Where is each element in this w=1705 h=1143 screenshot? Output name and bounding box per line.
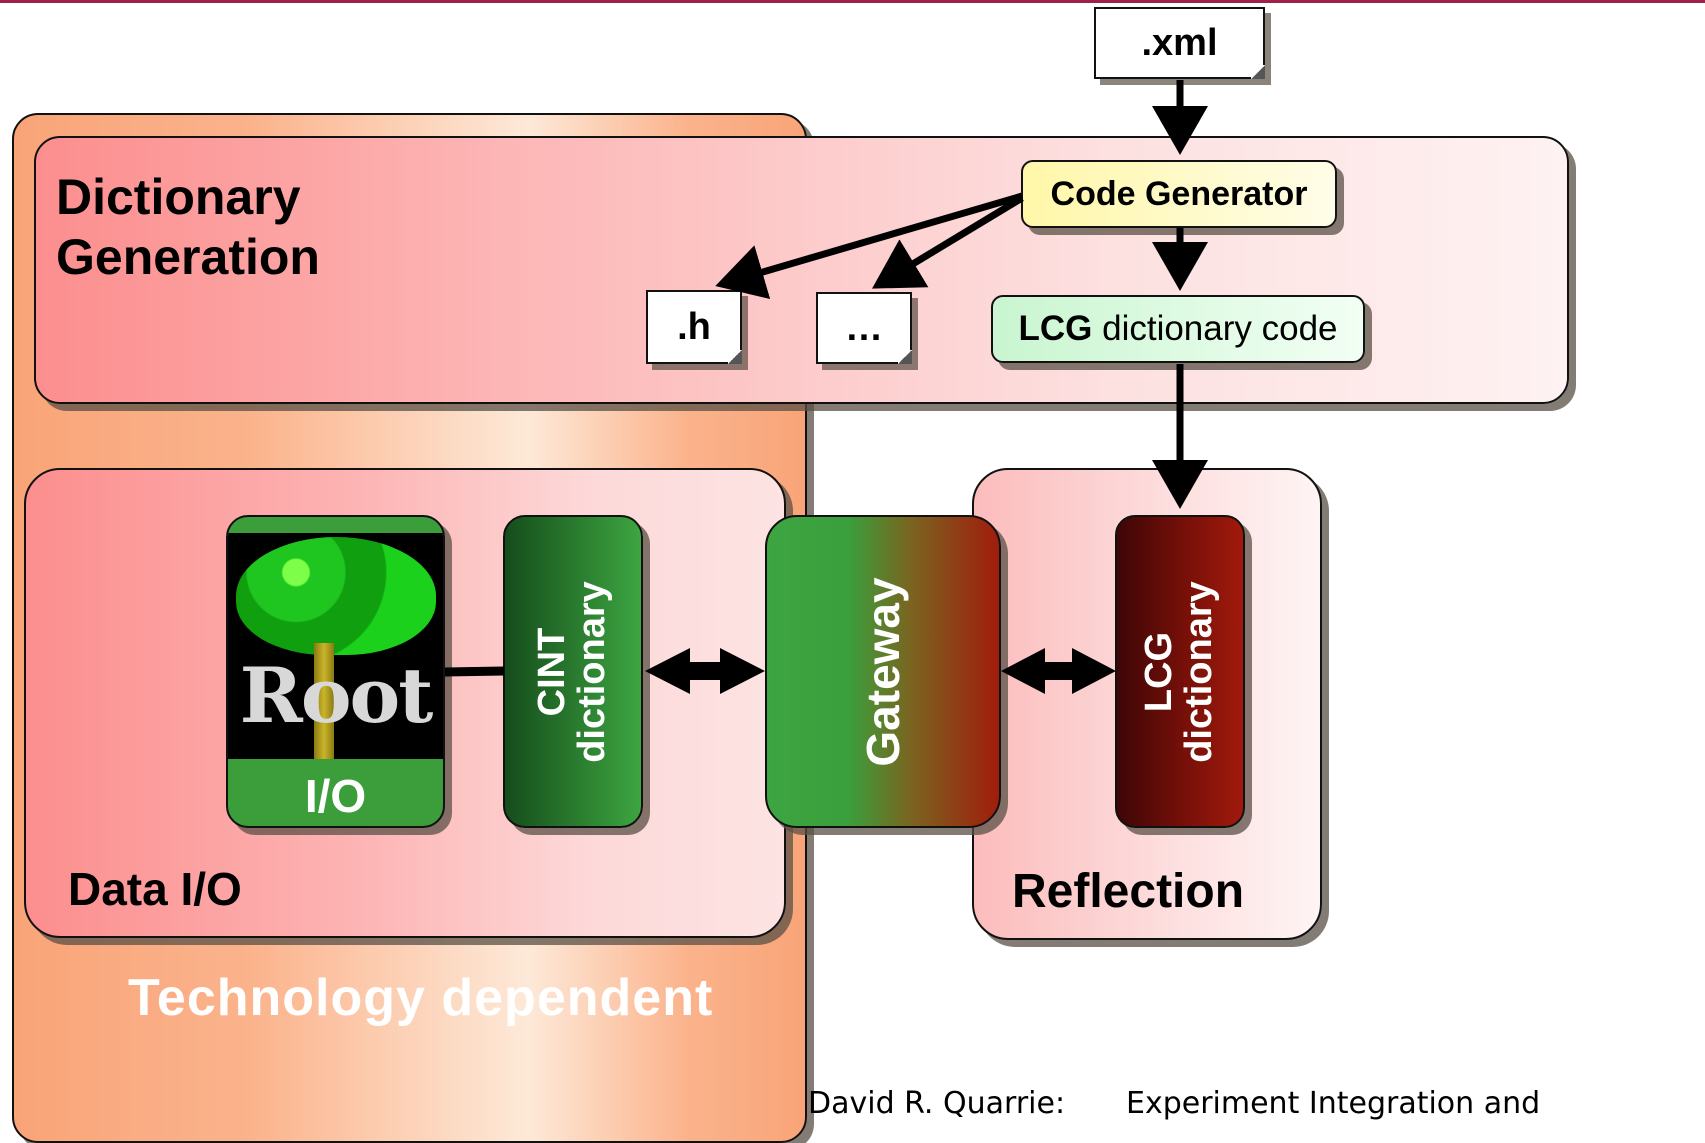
gateway-block: Gateway (765, 515, 1001, 828)
lcg-dictionary-code-box: LCG dictionary code (991, 295, 1365, 363)
technology-dependent-label: Technology dependent (128, 969, 714, 1027)
h-file-icon: .h (646, 290, 742, 364)
lcg-dictionary-code-text: LCG dictionary code (1018, 309, 1337, 349)
lcg-code-bold: LCG (1018, 309, 1093, 348)
code-generator-label: Code Generator (1050, 174, 1308, 213)
footer-author: David R. Quarrie: (808, 1086, 1066, 1121)
root-logo-image: Root (228, 533, 443, 759)
gateway-lcg-double-arrow (1001, 648, 1116, 694)
code-generator-box: Code Generator (1021, 160, 1337, 228)
lcg-dictionary-block: LCG dictionary (1115, 515, 1245, 828)
other-file-label: … (845, 306, 883, 349)
root-to-cint-connector (444, 666, 505, 677)
tree-canopy-icon (236, 537, 436, 655)
other-file-icon: … (816, 292, 912, 364)
generator-to-h-arrow (715, 192, 1023, 300)
generator-to-other-arrow (872, 195, 1024, 289)
root-logo-text: Root (239, 651, 434, 740)
dictionary-generation-label-line1: Dictionary (56, 169, 301, 225)
root-io-block: Root I/O (226, 515, 445, 828)
xml-file-label: .xml (1141, 21, 1218, 64)
tree-trunk-icon (314, 643, 334, 759)
footer-title: Experiment Integration and (1126, 1086, 1541, 1121)
h-file-label: .h (677, 305, 711, 348)
root-io-label: I/O (304, 770, 367, 822)
reflection-label: Reflection (1012, 865, 1245, 918)
lcg-code-rest: dictionary code (1092, 309, 1338, 348)
dictionary-generation-label-line2: Generation (56, 229, 320, 285)
top-accent-bar (0, 0, 1705, 3)
data-io-label: Data I/O (68, 863, 242, 915)
cint-dictionary-block: CINT dictionary (503, 515, 643, 828)
xml-file-icon: .xml (1094, 7, 1265, 79)
cint-gateway-double-arrow (645, 648, 765, 694)
